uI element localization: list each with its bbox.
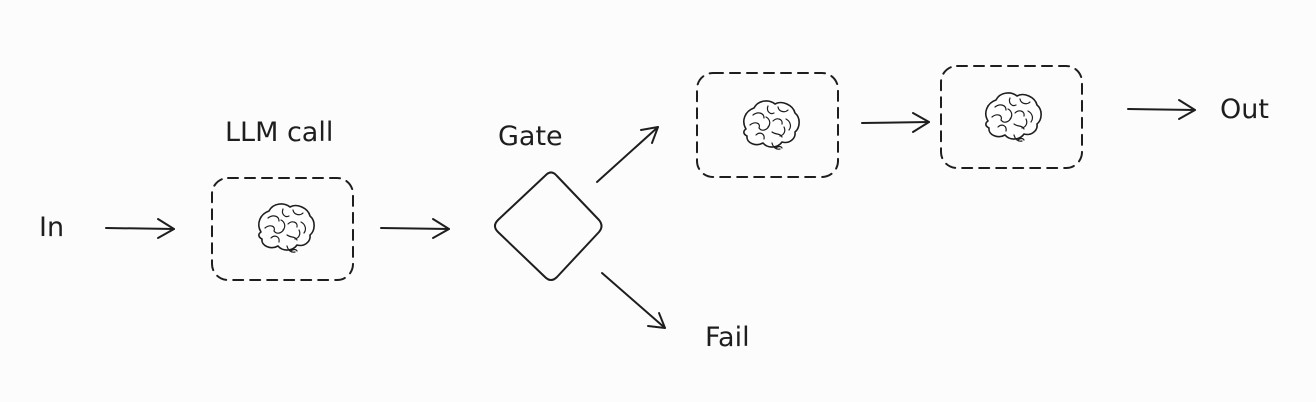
brain-icon — [258, 203, 315, 253]
brain-icon — [985, 92, 1042, 142]
label-in: In — [39, 212, 65, 243]
step-2-llm-node — [696, 72, 839, 178]
gate-diamond — [494, 171, 603, 281]
arrow-llm-to-gate — [380, 218, 450, 239]
arrow-step-3-to-out — [1127, 99, 1196, 120]
label-llm-call: LLM call — [225, 117, 334, 148]
llm-call-node — [211, 177, 354, 281]
arrow-gate-to-fail — [601, 272, 666, 329]
label-gate: Gate — [498, 121, 563, 152]
arrow-step-2-to-step-3 — [861, 112, 930, 133]
label-out: Out — [1220, 94, 1269, 125]
brain-icon — [743, 100, 800, 150]
arrow-gate-to-step-2 — [596, 126, 659, 183]
label-fail: Fail — [705, 322, 750, 353]
step-3-llm-node — [940, 65, 1083, 169]
arrow-in-to-llm — [105, 218, 175, 239]
